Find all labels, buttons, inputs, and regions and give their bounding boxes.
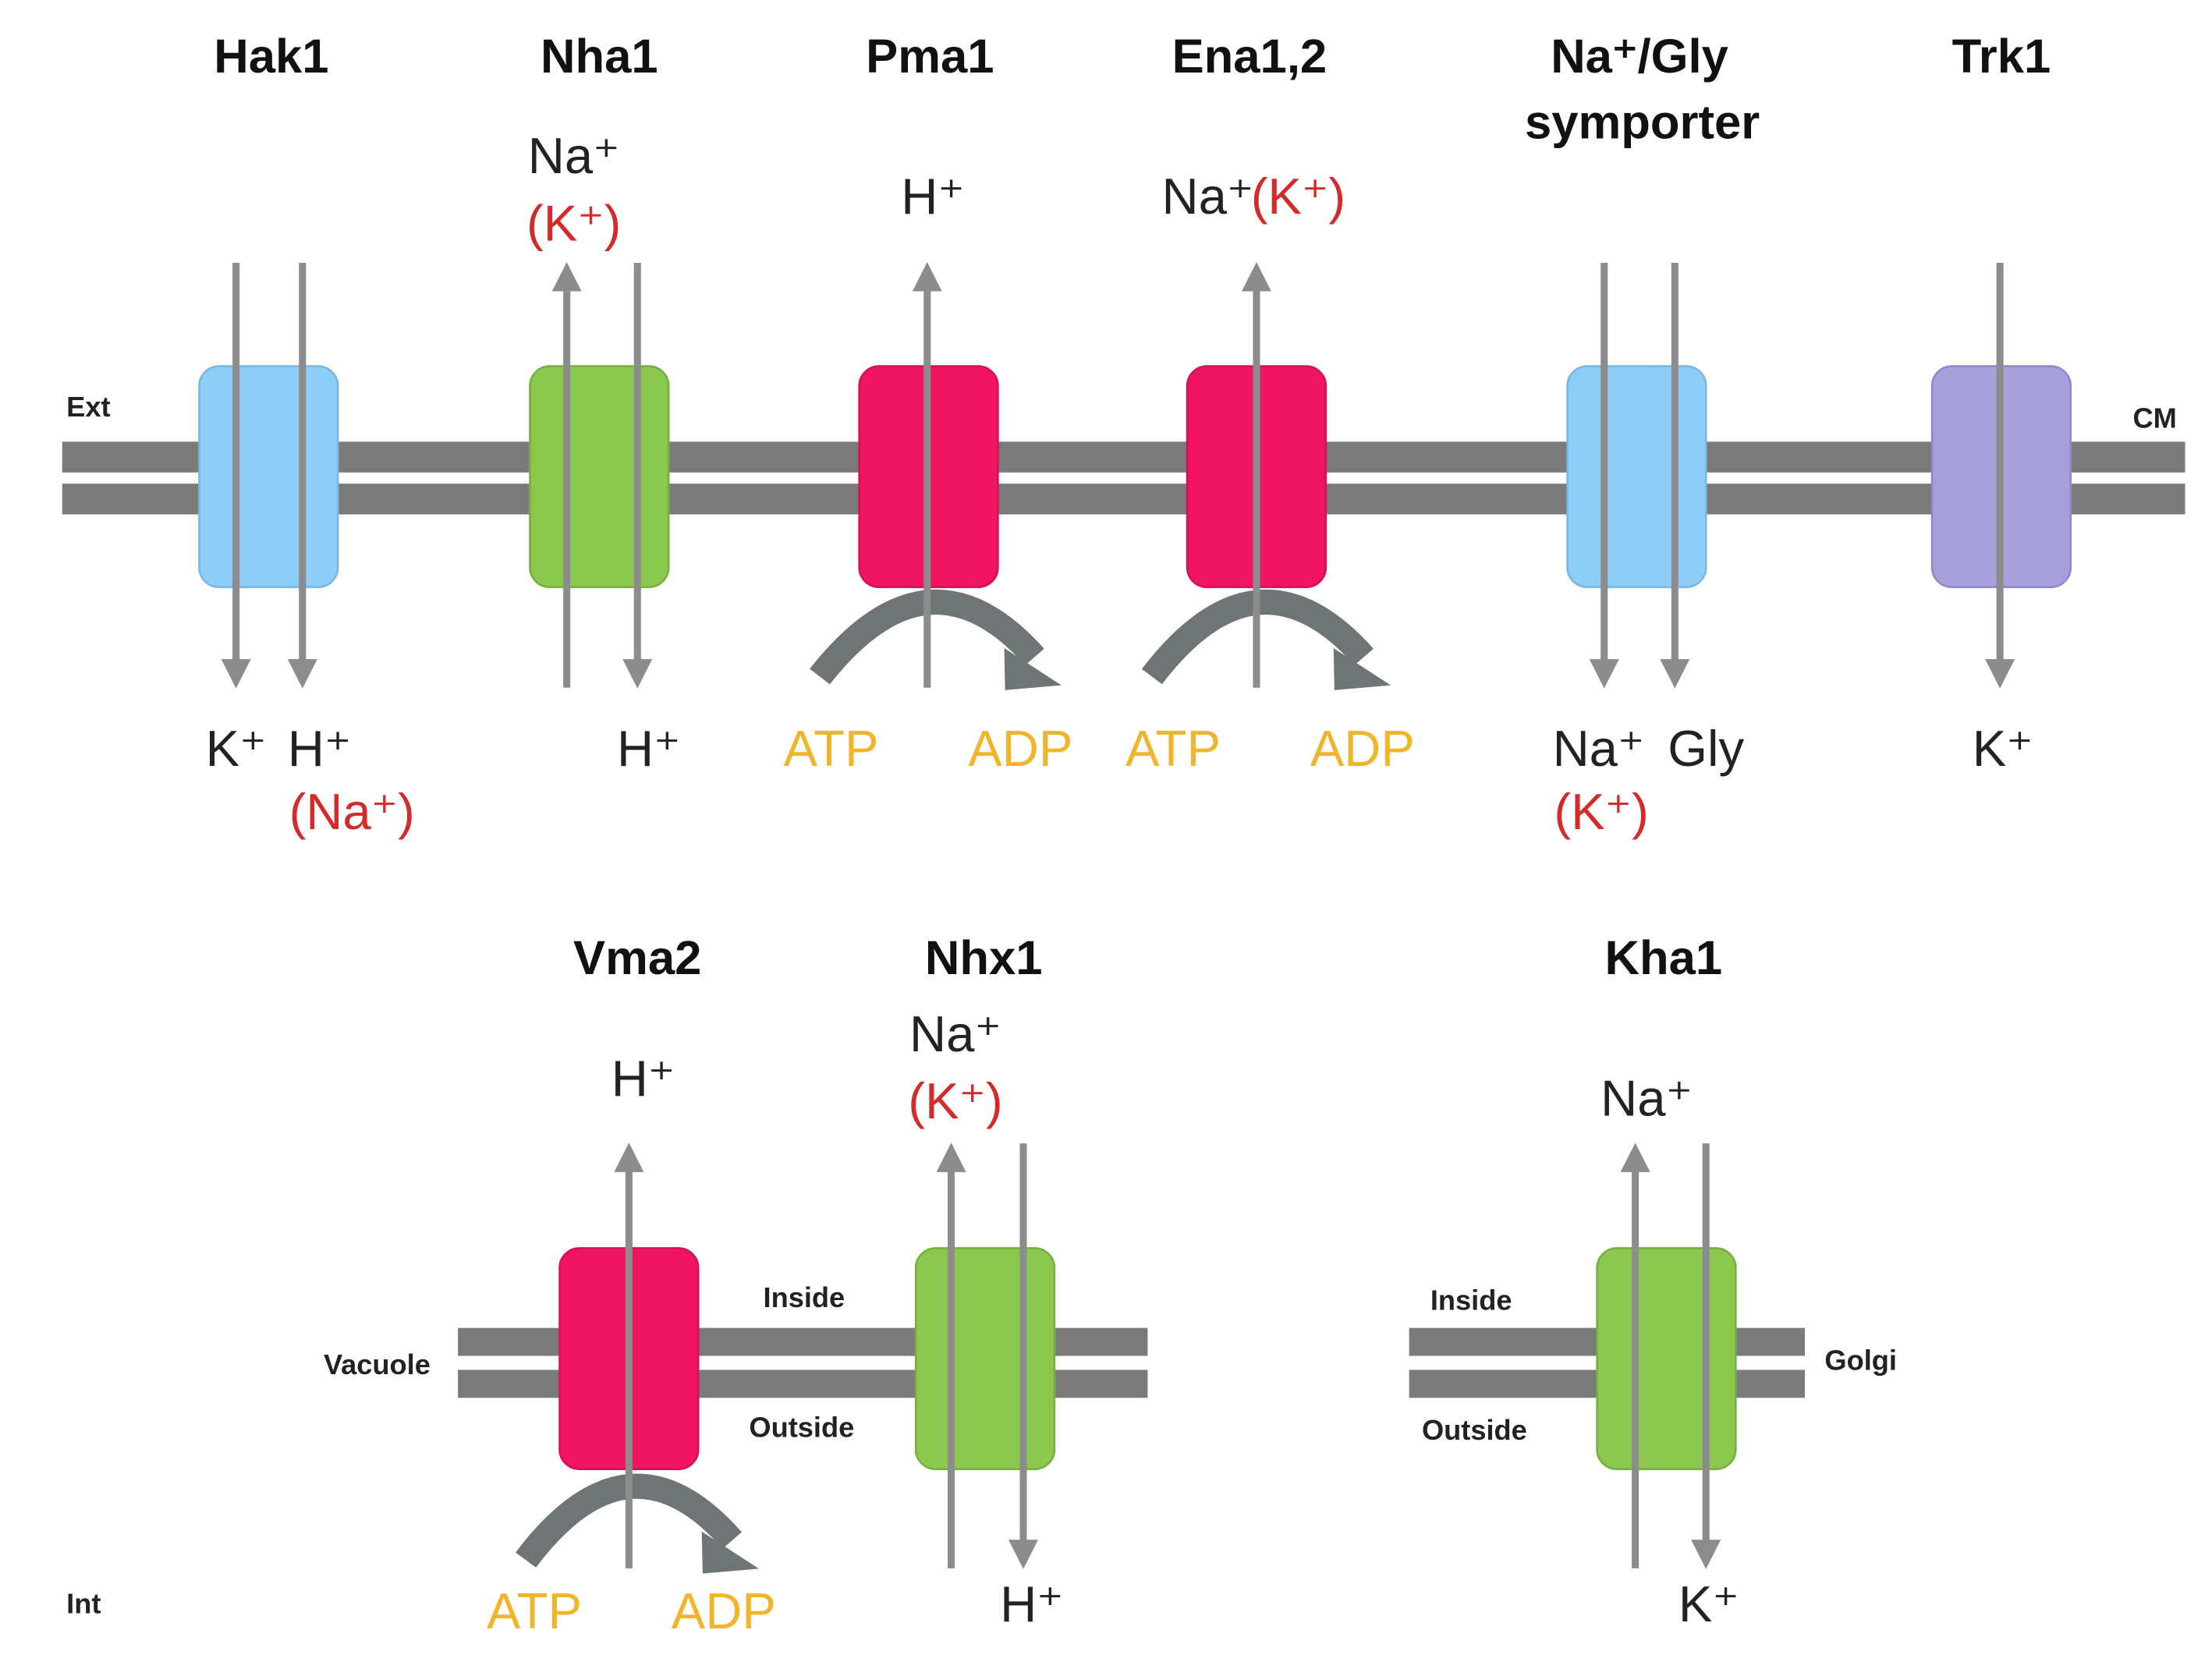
nha1-na-ion: Na⁺ [528, 128, 620, 185]
nhx1-title: Nhx1 [925, 932, 1043, 985]
na-gly-k-alt-ion: (K⁺) [1554, 783, 1648, 840]
na-gly-gly-ion: Gly [1668, 721, 1744, 778]
vma2-h-ion: H⁺ [611, 1050, 675, 1107]
trk1-k-ion: K⁺ [1973, 721, 2033, 778]
golgi-outside-label: Outside [1422, 1414, 1527, 1446]
int-label: Int [66, 1587, 101, 1619]
ena12-atp-label: ATP [1125, 721, 1221, 778]
golgi-inside-label: Inside [1430, 1285, 1512, 1316]
nha1-h-ion: H⁺ [617, 721, 681, 778]
golgi-label: Golgi [1824, 1345, 1897, 1377]
nha1-box [529, 365, 670, 589]
vma2-transporter: Vma2 H⁺ ATP ADP [487, 932, 776, 1639]
na-gly-na-ion: Na⁺ [1553, 721, 1645, 778]
ena12-adp-label: ADP [1310, 721, 1415, 778]
nhx1-transporter: Nhx1 Na⁺ (K⁺) H⁺ [908, 932, 1063, 1632]
trk1-title: Trk1 [1952, 30, 2051, 83]
na-gly-title-line1: Na⁺/Gly [1551, 30, 1728, 83]
nhx1-box [914, 1247, 1056, 1471]
nhx1-na-ion: Na⁺ [909, 1005, 1001, 1062]
ena12-title: Ena1,2 [1172, 30, 1328, 83]
vacuole-label: Vacuole [324, 1348, 431, 1380]
pma1-transporter: Pma1 H⁺ ATP ADP [784, 30, 1073, 778]
nha1-transporter: Nha1 Na⁺ (K⁺) H⁺ [526, 30, 681, 778]
hak1-box [198, 365, 339, 589]
nhx1-h-ion: H⁺ [1000, 1575, 1064, 1632]
vacuole-inside-label: Inside [764, 1281, 845, 1313]
ext-label: Ext [66, 391, 110, 423]
hak1-k-ion: K⁺ [206, 721, 267, 778]
cm-label: CM [2132, 402, 2176, 434]
trk1-transporter: Trk1 K⁺ [1930, 30, 2072, 778]
pma1-atp-label: ATP [784, 721, 879, 778]
pma1-title: Pma1 [866, 30, 994, 83]
vma2-adp-label: ADP [672, 1582, 776, 1639]
hak1-transporter: Hak1 K⁺ H⁺ (Na⁺) [198, 30, 415, 840]
kha1-transporter: Kha1 Na⁺ K⁺ [1596, 932, 1739, 1632]
nha1-k-alt-ion: (K⁺) [526, 195, 621, 252]
na-gly-symporter: Na⁺/Gly symporter Na⁺ Gly (K⁺) [1525, 30, 1760, 840]
ena12-na-ion: Na⁺ [1162, 168, 1254, 225]
vma2-title: Vma2 [573, 932, 701, 985]
hak1-title: Hak1 [214, 30, 328, 83]
hak1-na-alt-ion: (Na⁺) [289, 783, 415, 840]
na-gly-box [1566, 365, 1707, 589]
ena12-k-alt-ion: (K⁺) [1251, 168, 1345, 225]
plasma-membrane [62, 441, 2185, 515]
nha1-title: Nha1 [541, 30, 658, 83]
hak1-h-ion: H⁺ [288, 721, 352, 778]
pma1-h-ion: H⁺ [901, 168, 965, 225]
kha1-na-ion: Na⁺ [1601, 1070, 1693, 1127]
kha1-title: Kha1 [1605, 932, 1723, 985]
nhx1-k-alt-ion: (K⁺) [908, 1072, 1002, 1129]
vacuole-outside-label: Outside [749, 1412, 854, 1444]
ena12-transporter: Ena1,2 Na⁺ (K⁺) ATP ADP [1125, 30, 1415, 778]
kha1-box [1596, 1247, 1737, 1471]
kha1-k-ion: K⁺ [1678, 1575, 1739, 1632]
na-gly-title-line2: symporter [1525, 96, 1760, 149]
pma1-adp-label: ADP [968, 721, 1072, 778]
vma2-atp-label: ATP [487, 1582, 582, 1639]
